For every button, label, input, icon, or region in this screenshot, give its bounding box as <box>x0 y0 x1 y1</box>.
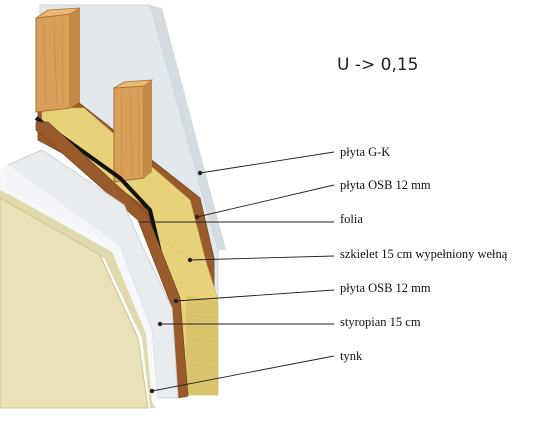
label-styropian: styropian 15 cm <box>340 315 421 329</box>
leader-dots <box>149 170 203 394</box>
leader-lines <box>140 151 335 392</box>
label-tynk: tynk <box>340 349 363 363</box>
label-szkielet: szkielet 15 cm wypełniony wełną <box>340 247 508 261</box>
stud-back-side <box>70 8 80 108</box>
styropian-front <box>0 165 158 402</box>
leader-osb-outer <box>196 184 335 218</box>
leader-tynk <box>151 355 335 392</box>
stud-front-side <box>144 80 152 178</box>
leader-szkielet <box>189 255 335 261</box>
leader-osb-inner <box>175 289 335 302</box>
wool-front-face <box>186 296 218 395</box>
label-folia: folia <box>340 212 363 226</box>
stud-front-grain <box>120 88 140 179</box>
stud-front <box>113 85 145 183</box>
stud-back-grain <box>43 17 64 107</box>
leader-plyta-gk <box>199 151 335 174</box>
plyta-gk-edge <box>150 5 226 250</box>
label-plyta-gk: płyta G-K <box>340 145 390 159</box>
tynk-face <box>0 197 149 409</box>
u-value-title: U -> 0,15 <box>337 55 418 75</box>
osb-inner-layer <box>35 121 189 399</box>
label-osb-inner: płyta OSB 12 mm <box>340 281 431 295</box>
label-osb-outer: płyta OSB 12 mm <box>340 178 431 192</box>
stud-back <box>35 13 71 113</box>
